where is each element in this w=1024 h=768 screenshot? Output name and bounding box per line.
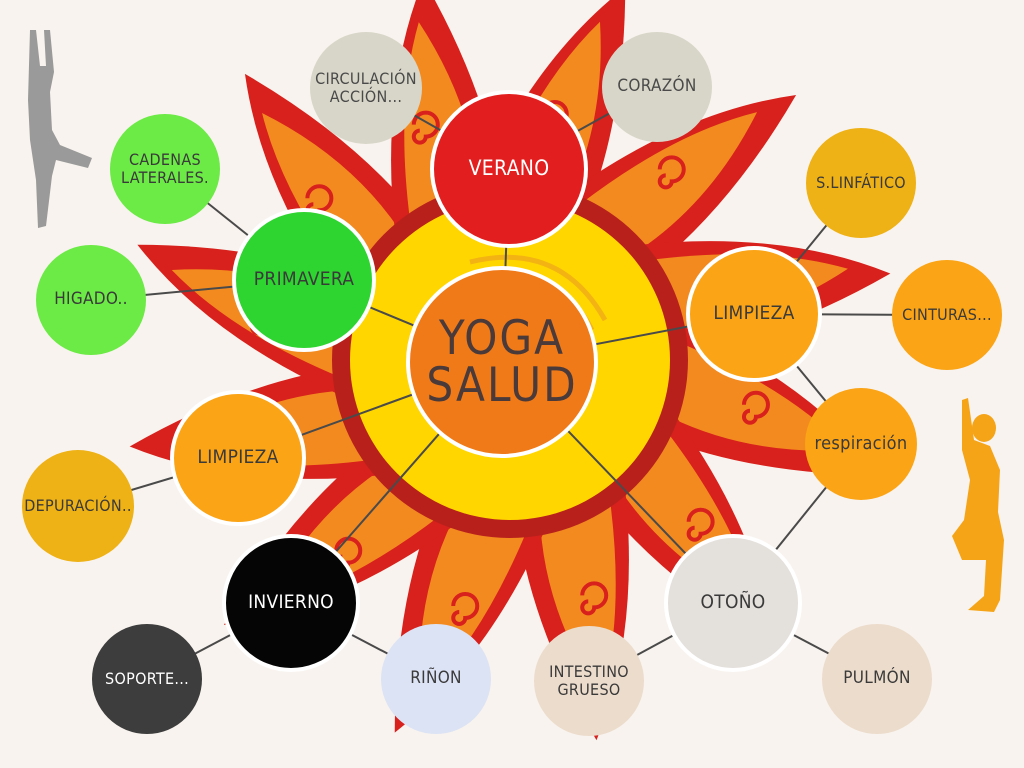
node-otono[interactable]: OTOÑO	[664, 534, 802, 672]
node-linfatico-label: S.LINFÁTICO	[816, 173, 906, 193]
node-soporte-label: SOPORTE...	[105, 669, 189, 689]
node-rinon[interactable]: RIÑON	[381, 624, 491, 734]
sun-ray-swirl	[451, 591, 480, 626]
node-cinturas[interactable]: CINTURAS...	[892, 260, 1002, 370]
node-circulacion-label: CIRCULACIÓN ACCIÓN...	[315, 69, 417, 106]
yoga-chair-pose-silhouette	[952, 398, 1004, 612]
sun-ray-swirl	[580, 581, 609, 616]
node-linfatico[interactable]: S.LINFÁTICO	[806, 128, 916, 238]
node-primavera-label: PRIMAVERA	[253, 268, 355, 291]
node-depuracion[interactable]: DEPURACIÓN..	[22, 450, 134, 562]
node-otono-label: OTOÑO	[700, 591, 766, 614]
node-primavera[interactable]: PRIMAVERA	[232, 208, 376, 352]
node-cadenas-label: CADENAS LATERALES.	[121, 150, 209, 187]
node-intestino-grueso[interactable]: INTESTINO GRUESO	[534, 626, 644, 736]
node-invierno-label: INVIERNO	[248, 591, 334, 614]
node-cadenas-laterales[interactable]: CADENAS LATERALES.	[110, 114, 220, 224]
node-invierno[interactable]: INVIERNO	[222, 534, 360, 672]
node-corazon[interactable]: CORAZÓN	[602, 32, 712, 142]
node-circulacion[interactable]: CIRCULACIÓN ACCIÓN...	[310, 32, 422, 144]
node-depuracion-label: DEPURACIÓN..	[24, 496, 132, 516]
center-node-yoga-salud[interactable]: YOGA SALUD	[406, 266, 598, 458]
sun-ray-swirl	[686, 507, 715, 542]
node-higado[interactable]: HIGADO..	[36, 245, 146, 355]
node-limpieza-left-label: LIMPIEZA	[197, 446, 279, 469]
node-cinturas-label: CINTURAS...	[902, 305, 992, 325]
node-intestino-label: INTESTINO GRUESO	[549, 662, 629, 699]
node-pulmon[interactable]: PULMÓN	[822, 624, 932, 734]
node-limpieza-left[interactable]: LIMPIEZA	[170, 390, 306, 526]
node-higado-label: HIGADO..	[54, 289, 128, 310]
node-respiracion[interactable]: respiración	[805, 388, 917, 500]
sun-ray-inner	[579, 112, 758, 250]
yoga-tree-pose-silhouette	[28, 30, 92, 228]
node-rinon-label: RIÑON	[410, 668, 462, 689]
node-corazon-label: CORAZÓN	[617, 76, 697, 97]
node-limpieza-right[interactable]: LIMPIEZA	[686, 246, 822, 382]
sun-ray-swirl	[657, 155, 686, 190]
center-node-label: YOGA SALUD	[426, 311, 578, 413]
node-verano-label: VERANO	[468, 156, 550, 181]
node-respiracion-label: respiración	[814, 432, 908, 454]
sun-ray-swirl	[411, 110, 440, 145]
node-limpieza-right-label: LIMPIEZA	[713, 302, 795, 325]
node-verano[interactable]: VERANO	[430, 90, 588, 248]
node-soporte[interactable]: SOPORTE...	[92, 624, 202, 734]
sun-ray-swirl	[741, 390, 770, 425]
node-pulmon-label: PULMÓN	[843, 668, 911, 689]
